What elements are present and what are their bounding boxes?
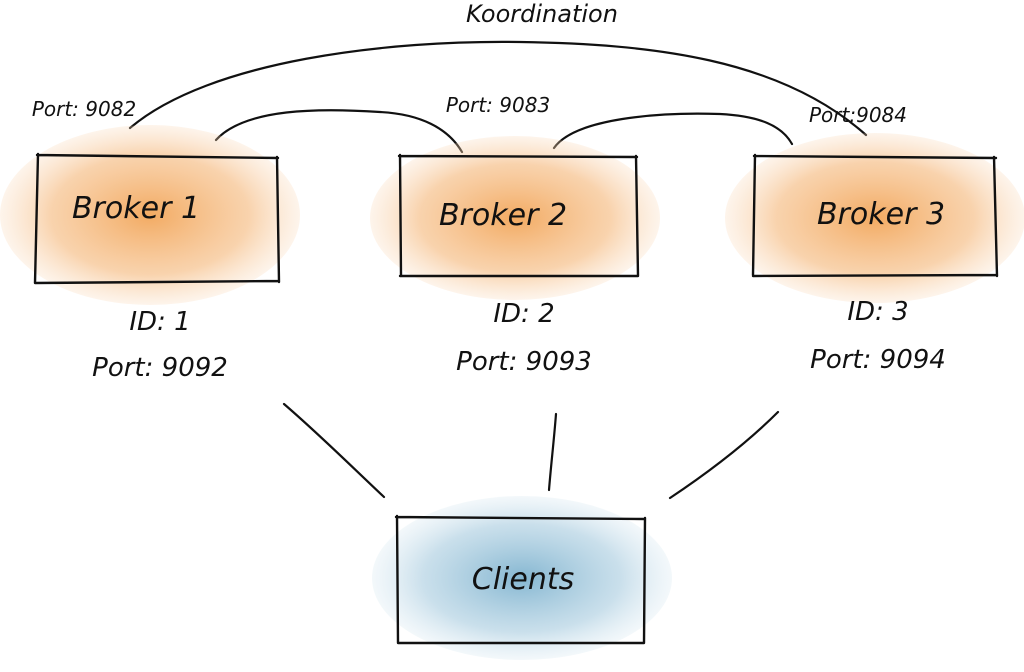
broker-3-client-port: Port: 9094: [810, 345, 946, 375]
client-line-broker-2: [547, 412, 558, 492]
client-line-broker-1: [282, 402, 386, 499]
broker-3-coordination-port: Port:9084: [809, 103, 907, 127]
broker-1: Broker 1 Port: 9082 ID: 1 Port: 9092: [0, 97, 300, 383]
broker-3: Broker 3 Port:9084 ID: 3 Port: 9094: [725, 103, 1024, 375]
broker-1-id: ID: 1: [129, 307, 190, 337]
coordination-connections: [128, 40, 868, 154]
broker-2-glow: [370, 136, 660, 300]
coordination-arc-outer: [128, 40, 868, 137]
client-line-broker-3: [668, 410, 780, 500]
broker-2: Broker 2 Port: 9083 ID: 2 Port: 9093: [370, 93, 660, 377]
broker-2-client-port: Port: 9093: [456, 347, 592, 377]
coordination-label: Koordination: [466, 0, 618, 28]
coordination-arc-2-3: [552, 112, 794, 150]
broker-1-name: Broker 1: [72, 191, 200, 226]
broker-1-box: [33, 152, 281, 285]
broker-1-client-port: Port: 9092: [92, 353, 228, 383]
broker-2-name: Broker 2: [439, 198, 567, 233]
broker-2-id: ID: 2: [493, 299, 554, 329]
clients-glow: [372, 496, 672, 660]
broker-2-box: [397, 153, 640, 278]
broker-3-glow: [725, 133, 1024, 303]
broker-3-id: ID: 3: [847, 297, 908, 327]
broker-3-name: Broker 3: [817, 197, 945, 232]
broker-1-coordination-port: Port: 9082: [32, 97, 136, 121]
clients-box: [394, 514, 647, 645]
broker-1-glow: [0, 125, 300, 305]
clients-name: Clients: [472, 562, 574, 597]
client-connections: [282, 402, 780, 500]
broker-3-box: [751, 153, 999, 278]
broker-2-coordination-port: Port: 9083: [446, 93, 550, 117]
clients: Clients: [372, 496, 672, 660]
coordination-arc-1-2: [214, 109, 464, 154]
